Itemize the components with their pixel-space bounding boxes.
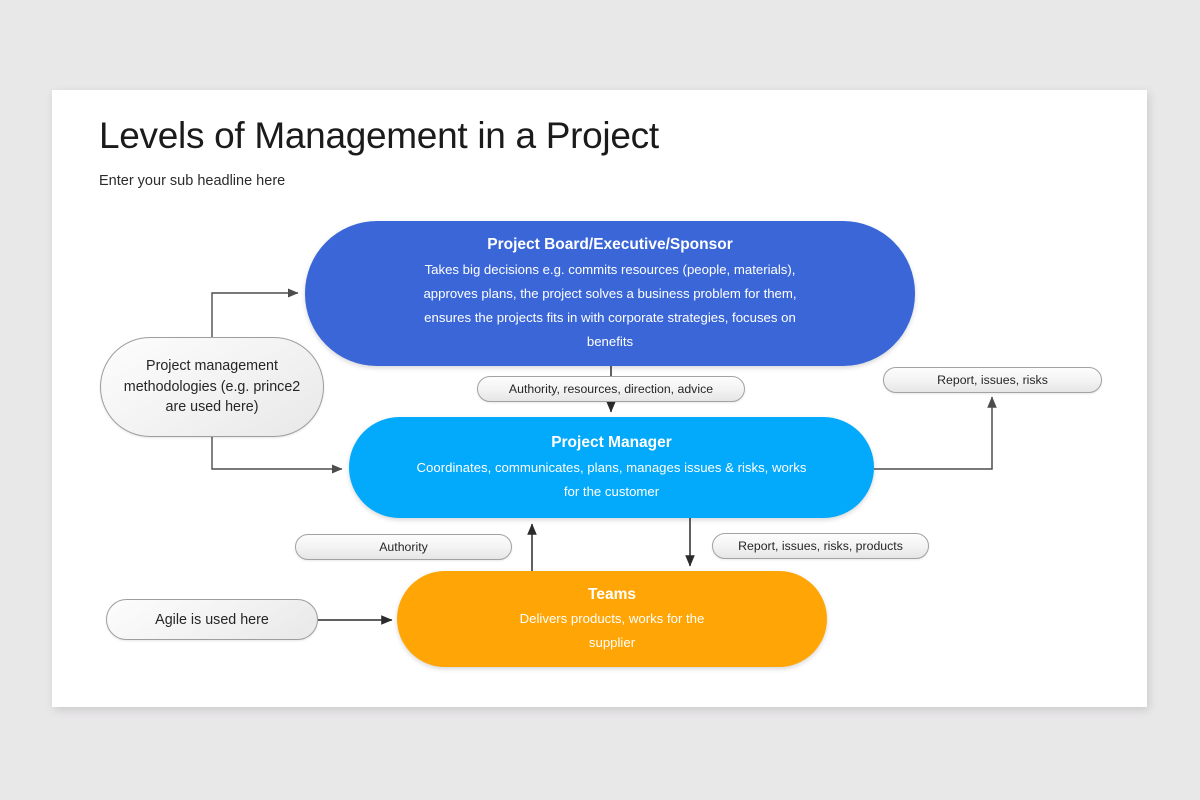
role-title-project-board: Project Board/Executive/Sponsor [487,236,733,254]
role-title-teams: Teams [588,585,636,603]
edge-label-report-issues-risks[interactable]: Report, issues, risks [883,367,1102,393]
edge-label-report-issues-risks-products[interactable]: Report, issues, risks, products [712,533,929,559]
page-subtitle: Enter your sub headline here [99,173,286,189]
role-description-project-manager: Coordinates, communicates, plans, manage… [416,459,807,499]
edge-label-report-issues-risks-text: Report, issues, risks [937,373,1048,387]
edge-label-authority[interactable]: Authority [295,534,512,560]
role-box-project-board[interactable]: Project Board/Executive/Sponsor Takes bi… [305,221,915,366]
slide-card: Levels of Management in a Project Enter … [52,90,1147,707]
callout-agile-label: Agile is used here [155,611,269,628]
role-box-project-manager[interactable]: Project Manager Coordinates, communicate… [349,417,874,518]
connector-manager-to-board-report [874,396,997,470]
role-description-teams: Delivers products, works for the supplie… [519,611,705,651]
role-title-project-manager: Project Manager [551,434,672,452]
callout-agile[interactable]: Agile is used here [106,599,318,640]
connector-methodologies-to-board [211,288,299,337]
edge-label-report-issues-risks-products-text: Report, issues, risks, products [738,539,903,553]
role-description-project-board: Takes big decisions e.g. commits resourc… [423,261,797,349]
edge-label-authority-text: Authority [379,540,428,554]
edge-label-authority-resources-text: Authority, resources, direction, advice [508,382,714,396]
edge-label-authority-resources[interactable]: Authority, resources, direction, advice [477,376,745,402]
callout-methodologies-label: Project management methodologies (e.g. p… [123,357,301,416]
callout-methodologies[interactable]: Project management methodologies (e.g. p… [100,337,324,437]
connector-methodologies-to-manager [211,437,343,474]
role-box-teams[interactable]: Teams Delivers products, works for the s… [397,571,827,667]
page-title: Levels of Management in a Project [99,115,659,156]
